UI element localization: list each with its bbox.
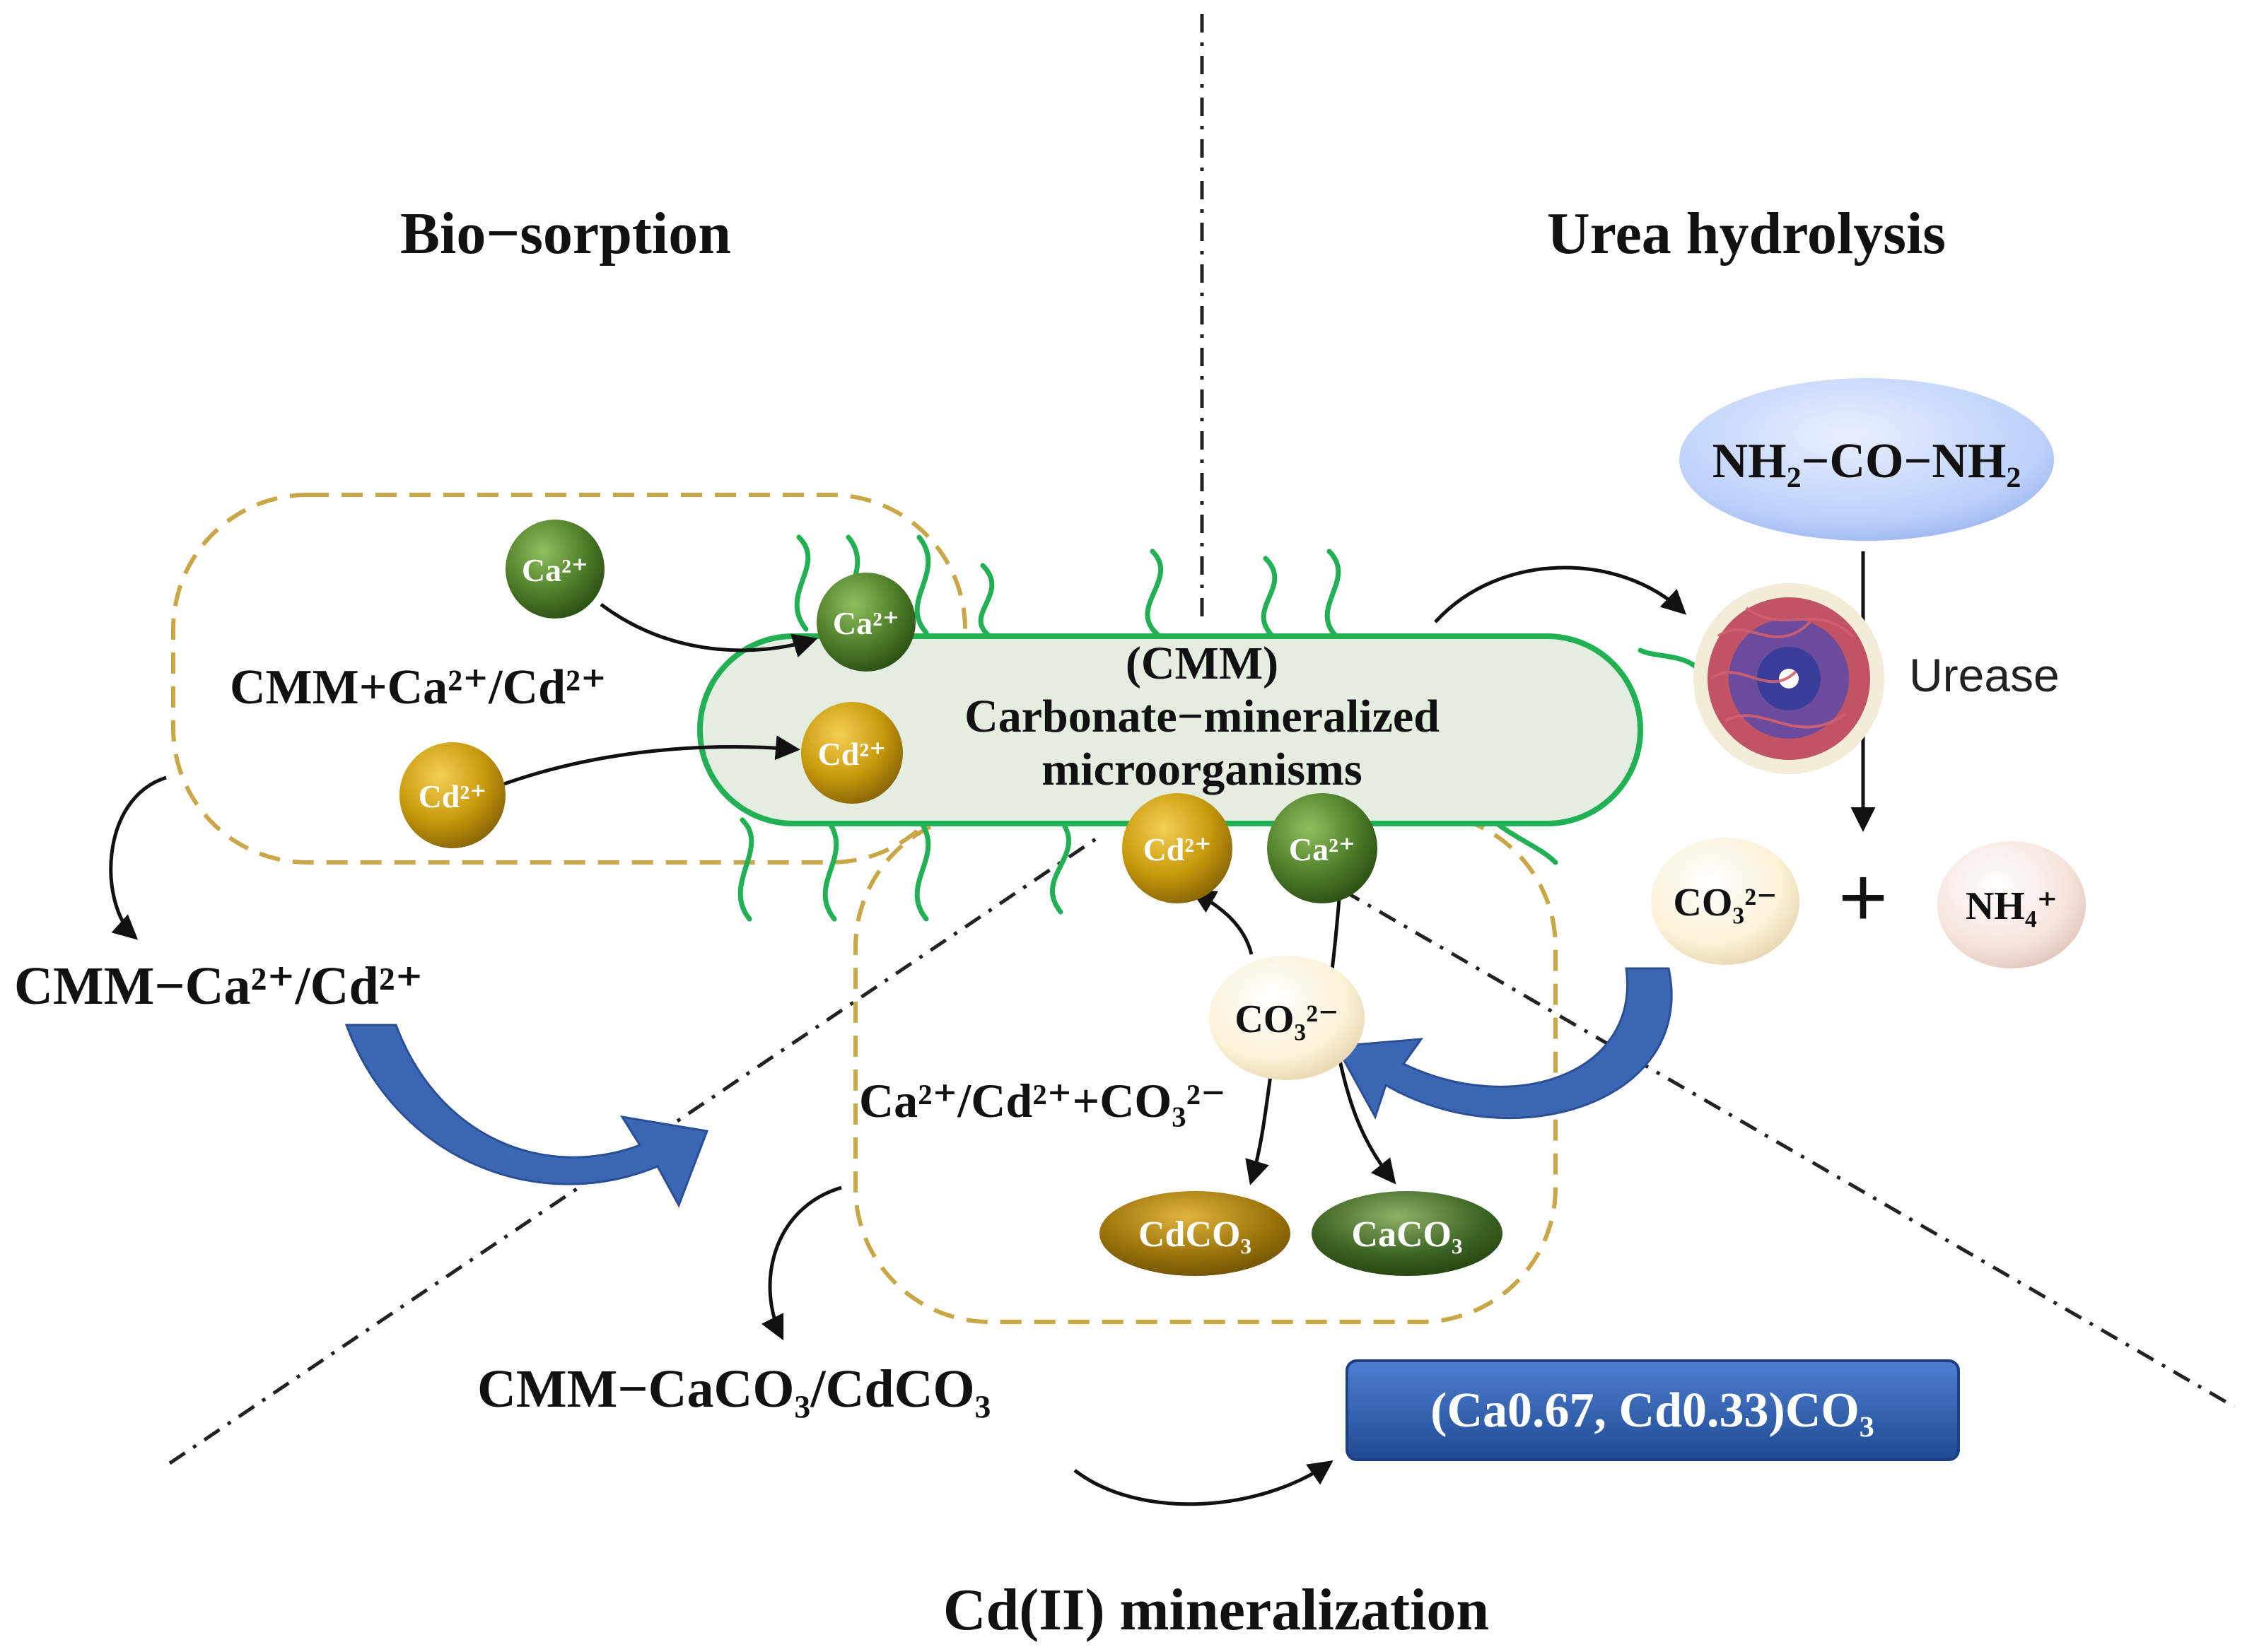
section-dividers bbox=[168, 14, 2236, 1465]
svg-text:CdCO₃: CdCO₃ bbox=[1138, 1214, 1251, 1255]
svg-text:Cd²⁺: Cd²⁺ bbox=[818, 736, 887, 772]
ion-ball-co3-precip: CO₃²⁻ bbox=[1209, 956, 1365, 1080]
ion-ball-co3-product: CO₃²⁻ bbox=[1651, 838, 1799, 965]
blue-arrow-right bbox=[1334, 967, 1673, 1120]
svg-text:NH₄⁺: NH₄⁺ bbox=[1966, 884, 2058, 928]
svg-text:CaCO₃: CaCO₃ bbox=[1351, 1214, 1462, 1255]
ion-ball-ca-cell: Ca²⁺ bbox=[1267, 793, 1377, 903]
label-cmm-plus-ions: CMM+Ca²⁺/Cd²⁺ bbox=[230, 660, 607, 715]
svg-text:Ca²⁺: Ca²⁺ bbox=[1289, 831, 1355, 867]
svg-text:Ca²⁺: Ca²⁺ bbox=[833, 605, 899, 641]
svg-text:CO₃²⁻: CO₃²⁻ bbox=[1235, 997, 1338, 1041]
urease-enzyme-icon bbox=[1693, 583, 1884, 774]
cell-label-line2: Carbonate−mineralized bbox=[964, 691, 1440, 742]
ion-ball-cd-bound: Cd²⁺ bbox=[801, 702, 903, 804]
cell-label-line1: (CMM) bbox=[1126, 638, 1278, 689]
svg-text:Cd²⁺: Cd²⁺ bbox=[419, 778, 487, 814]
label-precipitation-reaction: Ca²⁺/Cd²⁺+CO₃²⁻ bbox=[859, 1074, 1226, 1127]
label-cmm-bound-ions: CMM−Ca²⁺/Cd²⁺ bbox=[14, 956, 424, 1016]
ion-ball-ca-free: Ca²⁺ bbox=[506, 520, 605, 619]
urease-label: Urease bbox=[1909, 649, 2060, 701]
section-title-biosorption: Bio−sorption bbox=[400, 201, 731, 266]
urea-molecule: NH₂−CO−NH₂ bbox=[1679, 378, 2054, 541]
product-formula: (Ca0.67, Cd0.33)CO₃ bbox=[1430, 1383, 1874, 1438]
section-title-urea-hydrolysis: Urea hydrolysis bbox=[1547, 201, 1946, 266]
svg-text:Cd²⁺: Cd²⁺ bbox=[1143, 831, 1212, 867]
plus-sign: + bbox=[1838, 850, 1888, 944]
ion-ball-cd-free: Cd²⁺ bbox=[399, 742, 506, 848]
ion-ball-nh4: NH₄⁺ bbox=[1937, 841, 2086, 968]
divider-right bbox=[1342, 889, 2236, 1409]
caco3-precipitate: CaCO₃ bbox=[1312, 1191, 1502, 1276]
ion-ball-ca-bound: Ca²⁺ bbox=[817, 573, 916, 672]
svg-text:CO₃²⁻: CO₃²⁻ bbox=[1673, 881, 1777, 925]
blue-arrow-left bbox=[344, 1024, 709, 1208]
label-cmm-carbonate: CMM−CaCO₃/CdCO₃ bbox=[477, 1359, 991, 1419]
section-title-mineralization: Cd(II) mineralization bbox=[943, 1577, 1489, 1643]
cell-label-line3: microorganisms bbox=[1041, 744, 1362, 795]
product-box: (Ca0.67, Cd0.33)CO₃ bbox=[1346, 1359, 1960, 1461]
ion-ball-cd-cell: Cd²⁺ bbox=[1122, 793, 1232, 903]
urea-formula: NH₂−CO−NH₂ bbox=[1712, 434, 2021, 488]
svg-text:Ca²⁺: Ca²⁺ bbox=[522, 552, 588, 588]
cdco3-precipitate: CdCO₃ bbox=[1099, 1191, 1290, 1276]
